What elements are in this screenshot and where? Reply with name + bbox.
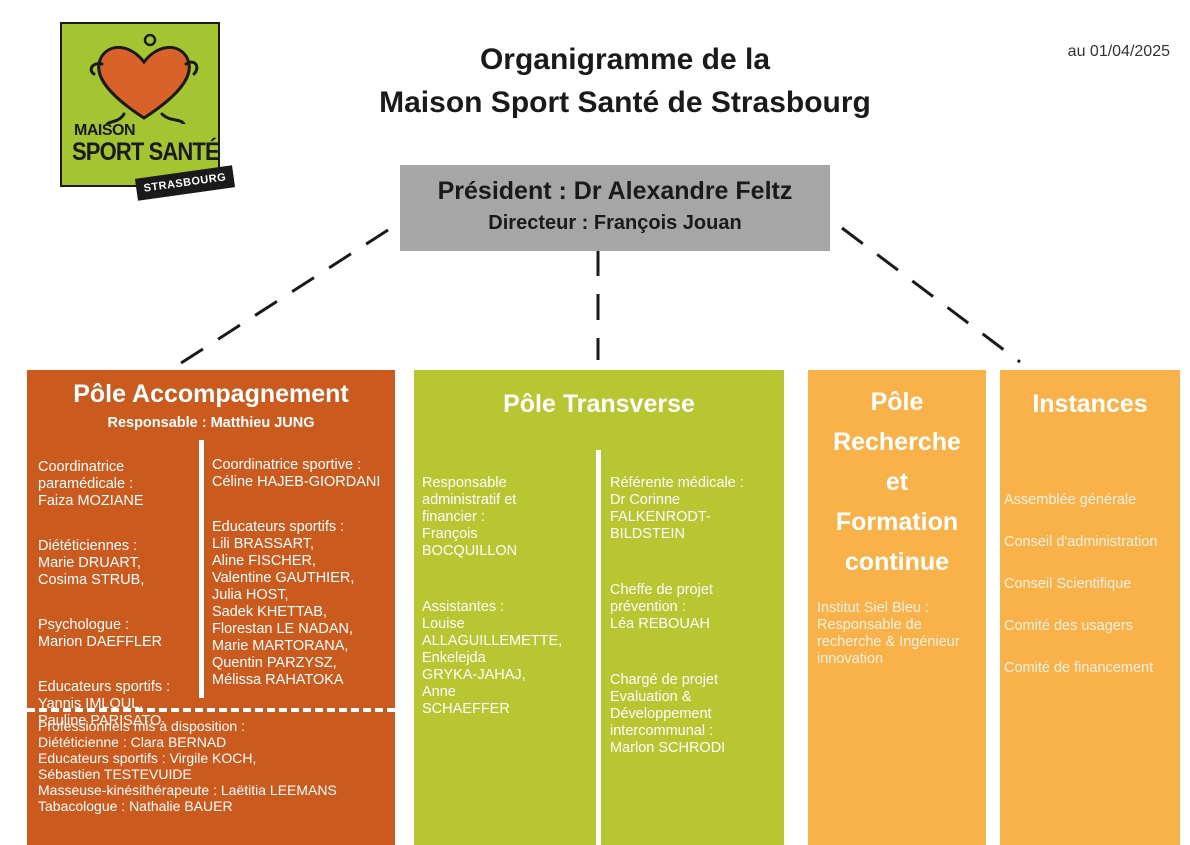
list-item: Responsable administratif et financier :…	[422, 475, 518, 559]
accompagnement-bottom-list: Professionnels mis à disposition : Diété…	[38, 718, 337, 814]
transverse-left-list: Responsable administratif et financier :…	[422, 458, 592, 746]
list-item: Psychologue : Marion DAEFFLER	[38, 617, 163, 650]
logo-line1: MAISON	[74, 122, 136, 139]
list-item: Assistantes : Louise ALLAGUILLEMETTE, En…	[422, 599, 563, 717]
pole-accompagnement-title: Pôle Accompagnement	[73, 380, 349, 408]
pole-recherche-title: Pôle Recherche et Formation continue	[833, 388, 961, 576]
pole-accompagnement: Pôle Accompagnement Responsable : Matthi…	[27, 370, 395, 845]
list-item: Assemblée générale	[1004, 492, 1137, 508]
pole-transverse: Pôle Transverse Responsable administrati…	[414, 370, 784, 845]
title-line2: Maison Sport Santé de Strasbourg	[379, 86, 871, 119]
divider-vertical	[199, 440, 204, 698]
connector-left	[177, 228, 389, 367]
list-item: Conseil d'administration	[1004, 534, 1158, 550]
divider-dashed	[27, 708, 395, 712]
accompagnement-right-list: Coordinatrice sportive : Céline HAJEB-GI…	[212, 440, 392, 717]
president-box: Président : Dr Alexandre Feltz Directeur…	[400, 165, 830, 251]
list-item: Coordinatrice sportive : Céline HAJEB-GI…	[212, 457, 381, 490]
list-item: Educateurs sportifs : Lili BRASSART, Ali…	[212, 519, 355, 688]
logo-line2: SPORT SANTÉ	[72, 138, 220, 166]
logo: MAISON SPORT SANTÉ	[60, 22, 220, 187]
recherche-text: Institut Siel Bleu : Responsable de rech…	[817, 600, 960, 667]
director-label: Directeur : François Jouan	[488, 212, 742, 234]
pole-accompagnement-responsable: Responsable : Matthieu JUNG	[107, 415, 315, 431]
instances-title: Instances	[1032, 390, 1148, 418]
list-item: Référente médicale : Dr Corinne FALKENRO…	[610, 475, 744, 542]
instances: Instances Assemblée générale Conseil d'a…	[1000, 370, 1180, 845]
running-heart-icon	[89, 34, 199, 124]
list-item: Conseil Scientifique	[1004, 576, 1132, 592]
page-title: Organigramme de la Maison Sport Santé de…	[300, 38, 950, 124]
president-label: Président : Dr Alexandre Feltz	[437, 177, 793, 205]
list-item: Diététiciennes : Marie DRUART, Cosima ST…	[38, 538, 145, 588]
pole-recherche: Pôle Recherche et Formation continue Ins…	[808, 370, 986, 845]
title-line1: Organigramme de la	[479, 43, 771, 76]
list-item: Cheffe de projet prévention : Léa REBOUA…	[610, 582, 713, 632]
connector-right	[841, 226, 1021, 364]
list-item: Chargé de projet Evaluation & Développem…	[610, 672, 726, 756]
list-item: Comité des usagers	[1004, 618, 1133, 634]
date-label: au 01/04/2025	[1067, 43, 1170, 60]
list-item: Comité de financement	[1004, 660, 1154, 676]
accompagnement-left-list: Coordinatrice paramédicale : Faiza MOZIA…	[38, 442, 198, 758]
instances-list: Assemblée générale Conseil d'administrat…	[1004, 492, 1180, 677]
transverse-right-list: Référente médicale : Dr Corinne FALKENRO…	[610, 458, 780, 785]
pole-transverse-title: Pôle Transverse	[503, 390, 695, 418]
divider-vertical	[596, 450, 601, 845]
list-item: Coordinatrice paramédicale : Faiza MOZIA…	[38, 459, 144, 509]
